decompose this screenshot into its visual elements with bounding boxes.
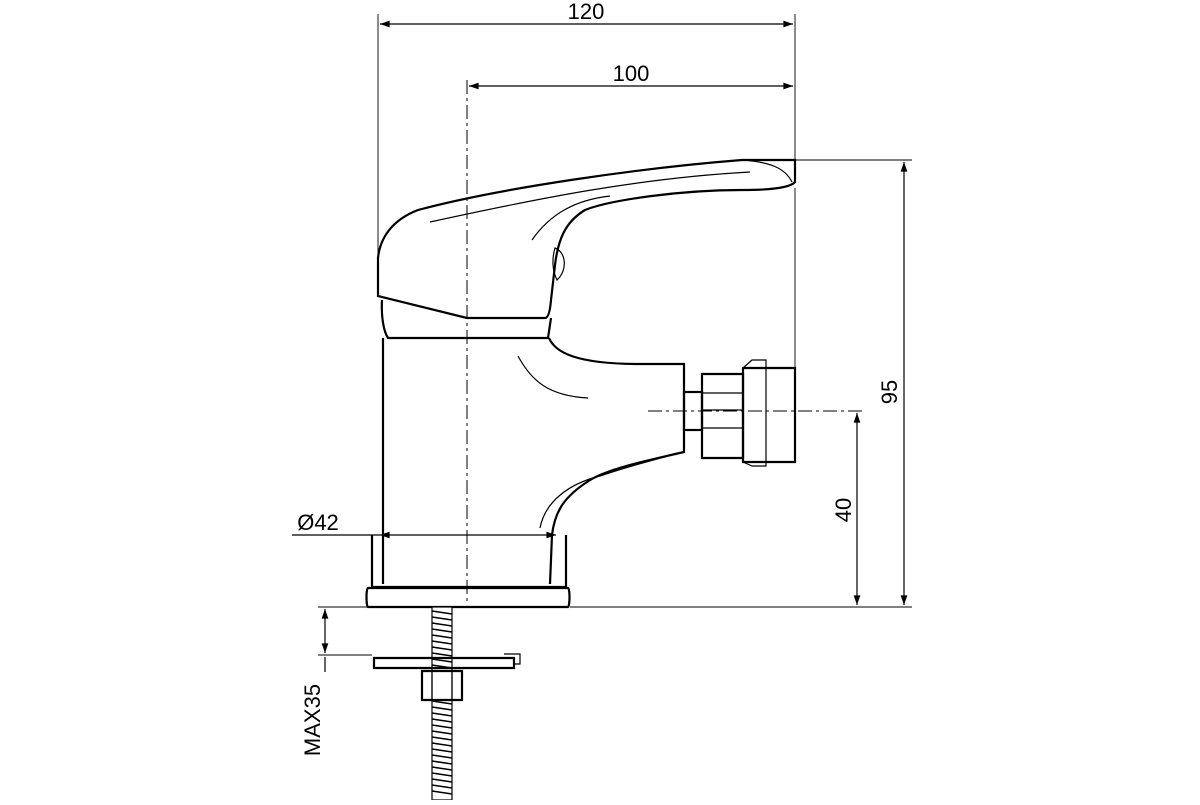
dimension-labels: 120 100 95 40 Ø42 MAX35 [297, 0, 902, 756]
faucet-body [365, 158, 797, 609]
stud-threads [431, 610, 453, 795]
lever-handle [376, 158, 797, 320]
lever-inner-curve [531, 195, 611, 241]
bidet-outlet [682, 359, 797, 467]
dim-label-95: 95 [877, 380, 902, 404]
lever-highlight [429, 171, 751, 223]
dim-label-100: 100 [613, 61, 650, 86]
extension-lines [318, 14, 912, 656]
mixer-body [381, 337, 686, 585]
body-contour-upper [517, 355, 589, 399]
body-contour-lower [539, 451, 685, 529]
dim-label-max35: MAX35 [300, 684, 325, 756]
dim-label-diameter-42: Ø42 [297, 510, 339, 535]
mounting-hardware [372, 606, 521, 801]
center-lines [466, 80, 862, 605]
dim-label-120: 120 [568, 0, 605, 24]
base-flange [365, 586, 571, 609]
dimension-lines [292, 20, 908, 672]
base-skirt [370, 535, 568, 589]
cartridge-collar [380, 299, 553, 340]
dim-label-40: 40 [831, 498, 856, 522]
lever-tip-curve [741, 159, 793, 183]
lever-pivot [552, 247, 565, 281]
